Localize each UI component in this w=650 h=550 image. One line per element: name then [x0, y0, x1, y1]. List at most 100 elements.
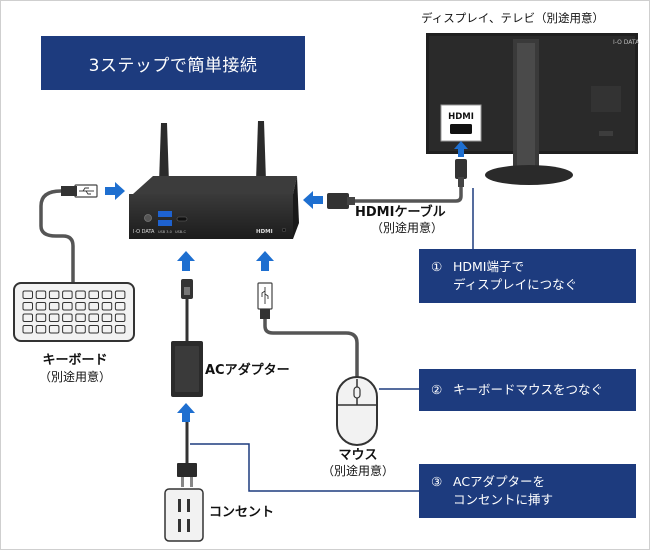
device-top	[133, 176, 297, 194]
keyboard-key	[75, 325, 86, 334]
step-3-number: ③	[431, 474, 443, 489]
hdmi-plug-monitor-end	[455, 159, 467, 179]
monitor-hdmi-port-callout	[440, 104, 482, 142]
monitor-stand-base	[485, 165, 573, 185]
keyboard-key	[62, 290, 73, 299]
device-brand: I·O DATA	[133, 229, 155, 235]
mouse-sublabel: （別途用意）	[321, 464, 394, 478]
keyboard-key	[114, 313, 126, 322]
monitor-hdmi-port-icon	[450, 124, 472, 134]
step-1-line1: HDMI端子で	[453, 259, 524, 274]
mouse-usb-plug-body	[260, 309, 270, 319]
keyboard-key	[101, 290, 113, 299]
monitor-up-arrow	[454, 141, 468, 157]
device-power-button	[144, 214, 152, 222]
keyboard-key	[62, 313, 73, 322]
antenna-left	[159, 123, 169, 183]
keyboard-key	[22, 302, 33, 311]
outlet-slot-lower-right	[187, 519, 190, 532]
diagram-title: 3ステップで簡単接続	[41, 36, 305, 90]
keyboard-key	[62, 325, 73, 334]
display-label: ディスプレイ、テレビ（別途用意）	[421, 11, 604, 25]
mouse	[336, 376, 378, 446]
monitor-vent	[599, 131, 613, 136]
keyboard-key	[35, 290, 47, 299]
device-port-label-usbc: USB-C	[175, 230, 186, 234]
mouse-up-arrow	[256, 251, 274, 271]
hdmi-plug-device-strain	[347, 197, 355, 205]
ac-power-plug-prong-left	[181, 477, 184, 487]
keyboard-key	[22, 325, 33, 334]
ac-adapter-label: ACアダプター	[205, 363, 290, 378]
mouse-usb-symbol-icon	[261, 287, 269, 304]
keyboard-key	[88, 290, 99, 299]
keyboard-sublabel: （別途用意）	[38, 370, 111, 384]
outlet-label: コンセント	[209, 505, 275, 520]
step-1-number: ①	[431, 259, 443, 274]
ac-adapter-up-arrow-bottom	[177, 403, 195, 422]
step-3-line1: ACアダプターを	[453, 474, 546, 489]
keyboard-key	[62, 302, 73, 311]
keyboard-key	[88, 325, 99, 334]
keyboard-key	[75, 302, 86, 311]
device-front	[129, 194, 293, 239]
step3-leader-line	[190, 443, 419, 492]
wall-outlet	[164, 488, 204, 542]
monitor-hdmi-port-label: HDMI	[448, 112, 474, 122]
step-3-box: ③ ACアダプターを コンセントに挿す	[419, 464, 636, 518]
keyboard-key	[35, 325, 47, 334]
hdmi-cable-sublabel: （別途用意）	[371, 221, 444, 235]
device-port-label-usb3: USB 3.0	[158, 230, 172, 234]
outlet-slot-upper-right	[187, 499, 190, 512]
keyboard-key	[101, 313, 113, 322]
keyboard-key	[22, 290, 33, 299]
step-1-box: ① HDMI端子で ディスプレイにつなぐ	[419, 249, 636, 303]
keyboard-key	[101, 302, 113, 311]
keyboard-key	[22, 313, 33, 322]
keyboard-key	[48, 325, 60, 334]
step-3-line2: コンセントに挿す	[453, 492, 554, 507]
keyboard-key	[114, 325, 126, 334]
device-usb-port-1	[158, 211, 172, 217]
mini-pc: I·O DATA USB 3.0 USB-C HDMI	[129, 121, 299, 239]
monitor-rear-bracket	[591, 86, 621, 112]
device-usb-port-2	[158, 220, 172, 226]
mouse-label: マウス	[338, 448, 378, 463]
keyboard-key	[114, 302, 126, 311]
monitor-stand-neck-highlight	[517, 43, 535, 169]
keyboard-cable	[39, 189, 75, 283]
hdmi-cable-label: HDMIケーブル	[355, 205, 446, 220]
step-2-number: ②	[431, 382, 443, 397]
ac-power-plug-prong-right	[190, 477, 193, 487]
keyboard-label: キーボード	[42, 353, 108, 368]
keyboard-keys	[22, 290, 126, 334]
step-2-box: ② キーボードマウスをつなぐ	[419, 369, 636, 411]
step-2-line1: キーボードマウスをつなぐ	[453, 382, 604, 397]
keyboard-key	[75, 313, 86, 322]
outlet-slot-upper-left	[178, 499, 181, 512]
device-side	[293, 176, 299, 239]
hdmi-plug-monitor-strain	[458, 177, 464, 187]
keyboard-usb-plug-body	[61, 186, 77, 196]
keyboard-right-arrow	[105, 182, 125, 200]
hdmi-left-arrow	[303, 191, 323, 209]
keyboard-key	[48, 313, 60, 322]
ac-power-plug	[177, 463, 197, 477]
step-1-line2: ディスプレイにつなぐ	[453, 277, 578, 292]
hdmi-cable	[353, 187, 463, 203]
keyboard-key	[48, 302, 60, 311]
keyboard-key	[114, 290, 126, 299]
device-port-label-hdmi: HDMI	[256, 229, 273, 235]
device-usbc-port	[176, 216, 188, 222]
antenna-right	[256, 121, 266, 181]
keyboard-key	[35, 302, 47, 311]
ac-dc-plug-tip	[184, 287, 190, 295]
ac-adapter-brick-face	[175, 346, 199, 392]
monitor: I-O DATA HDMI	[426, 33, 640, 185]
keyboard-key	[88, 313, 99, 322]
mouse-wheel	[353, 386, 361, 399]
outlet-slot-lower-left	[178, 519, 181, 532]
ac-adapter-up-arrow-top	[177, 251, 195, 271]
